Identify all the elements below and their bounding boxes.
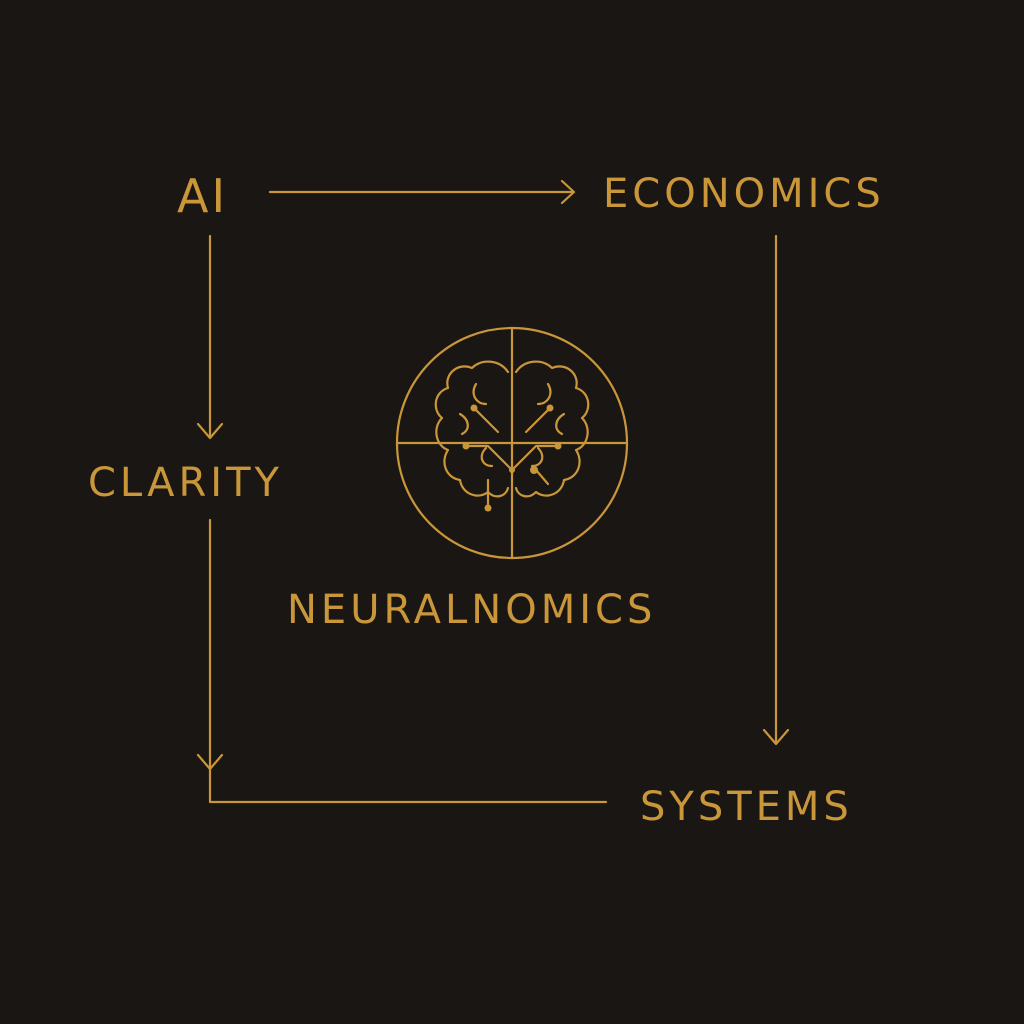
circuit-nodes — [462, 404, 562, 512]
node-ai: AI — [177, 169, 228, 223]
center-title: NEURALNOMICS — [287, 587, 656, 633]
arrow-ai-to-economics — [268, 179, 576, 205]
node-clarity: CLARITY — [88, 460, 283, 506]
node-systems: SYSTEMS — [640, 784, 853, 830]
node-economics: ECONOMICS — [603, 171, 885, 217]
arrow-ai-to-clarity — [196, 234, 224, 440]
connector-clarity-to-systems — [196, 518, 608, 804]
arrow-economics-to-systems — [762, 234, 790, 746]
brain-circuit-icon — [395, 326, 629, 560]
